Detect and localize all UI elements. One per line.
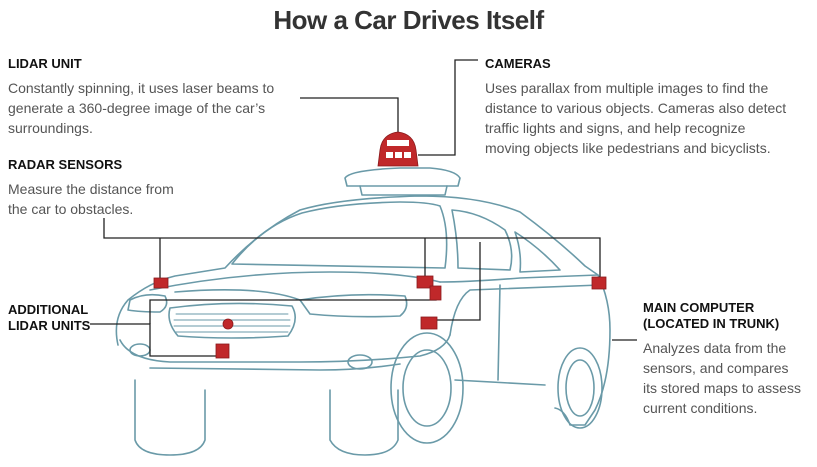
door-seam <box>497 284 501 381</box>
camera-sensor <box>429 285 442 301</box>
additional-leader-bottom <box>90 323 222 357</box>
lidar-window-right <box>404 152 411 158</box>
cameras-callout: CAMERAS Uses parallax from multiple imag… <box>485 56 810 158</box>
cameras-leader-lower <box>436 242 481 321</box>
additional-lidar-heading-line: LIDAR UNITS <box>8 318 91 333</box>
leader-lines <box>90 59 637 357</box>
front-right-wheel-base <box>329 389 399 456</box>
computer-text-line: sensors, and compares <box>643 360 789 376</box>
computer-text-line: its stored maps to assess <box>643 380 801 396</box>
additional-lidar-callout: ADDITIONAL LIDAR UNITS <box>8 302 118 334</box>
computer-text-line: Analyzes data from the <box>643 340 787 356</box>
lidar-window-strip <box>387 140 409 146</box>
radar-heading: RADAR SENSORS <box>8 157 123 172</box>
lidar-window-center <box>395 152 402 158</box>
radar-sensor-right <box>591 276 607 290</box>
lidar-sensor-side <box>420 316 438 330</box>
lidar-window-left <box>386 152 393 158</box>
radar-text-line: Measure the distance from <box>8 181 174 197</box>
lidar-text-line: generate a 360-degree image of the car’s <box>8 100 266 116</box>
cameras-leader <box>418 59 478 156</box>
cameras-text-line: moving objects like pedestrians and bicy… <box>485 140 771 156</box>
computer-callout: MAIN COMPUTER (LOCATED IN TRUNK) Analyze… <box>643 300 813 418</box>
roof-rack <box>344 167 461 187</box>
additional-lidar-heading-line: ADDITIONAL <box>8 302 89 317</box>
computer-heading-line: (LOCATED IN TRUNK) <box>643 316 780 331</box>
right-headlight <box>299 293 408 318</box>
car-outline <box>115 167 611 456</box>
rocker-panel <box>454 379 546 386</box>
front-bumper <box>119 334 451 363</box>
computer-text-line: current conditions. <box>643 400 758 416</box>
radar-callout: RADAR SENSORS Measure the distance from … <box>8 157 228 219</box>
lidar-unit-windows <box>386 140 411 158</box>
radar-sensor-left <box>153 277 169 289</box>
lidar-unit <box>377 131 419 167</box>
front-right-rim <box>402 349 452 427</box>
lidar-heading: LIDAR UNIT <box>8 56 82 71</box>
door-line <box>449 284 601 336</box>
front-right-wheel <box>390 332 464 444</box>
lidar-sensor-front <box>215 343 230 359</box>
cameras-text-line: Uses parallax from multiple images to fi… <box>485 80 769 96</box>
hood-line <box>149 271 441 291</box>
lidar-leader <box>300 97 399 132</box>
left-fog-light <box>129 343 151 357</box>
grille <box>168 302 296 339</box>
grille-slats <box>173 313 291 333</box>
radar-text-line: the car to obstacles. <box>8 201 134 217</box>
diagram-title: How a Car Drives Itself <box>273 5 544 35</box>
radar-leader-main <box>103 218 601 278</box>
hood-crease <box>174 288 301 301</box>
side-window-front <box>451 209 513 271</box>
cameras-text-line: distance to various objects. Cameras als… <box>485 100 787 116</box>
lidar-callout: LIDAR UNIT Constantly spinning, it uses … <box>8 56 308 138</box>
windshield <box>231 201 448 269</box>
radar-sensor-center <box>416 275 434 289</box>
front-left-wheel <box>134 379 206 456</box>
rear-rim <box>565 359 595 417</box>
side-window-rear <box>514 231 561 273</box>
cameras-heading: CAMERAS <box>485 56 551 71</box>
sensors <box>153 131 607 359</box>
roof-rack-stem <box>359 185 448 196</box>
grille-sensor <box>222 318 234 330</box>
rear-wheel <box>557 347 603 429</box>
cameras-text-line: traffic lights and signs, and help recog… <box>485 120 746 136</box>
right-fog-light <box>347 354 373 370</box>
car-body-top <box>115 195 611 426</box>
lidar-text-line: surroundings. <box>8 120 93 136</box>
lidar-text-line: Constantly spinning, it uses laser beams… <box>8 80 275 96</box>
left-headlight <box>127 293 168 313</box>
computer-heading-line: MAIN COMPUTER <box>643 300 755 315</box>
beltline <box>439 274 599 283</box>
